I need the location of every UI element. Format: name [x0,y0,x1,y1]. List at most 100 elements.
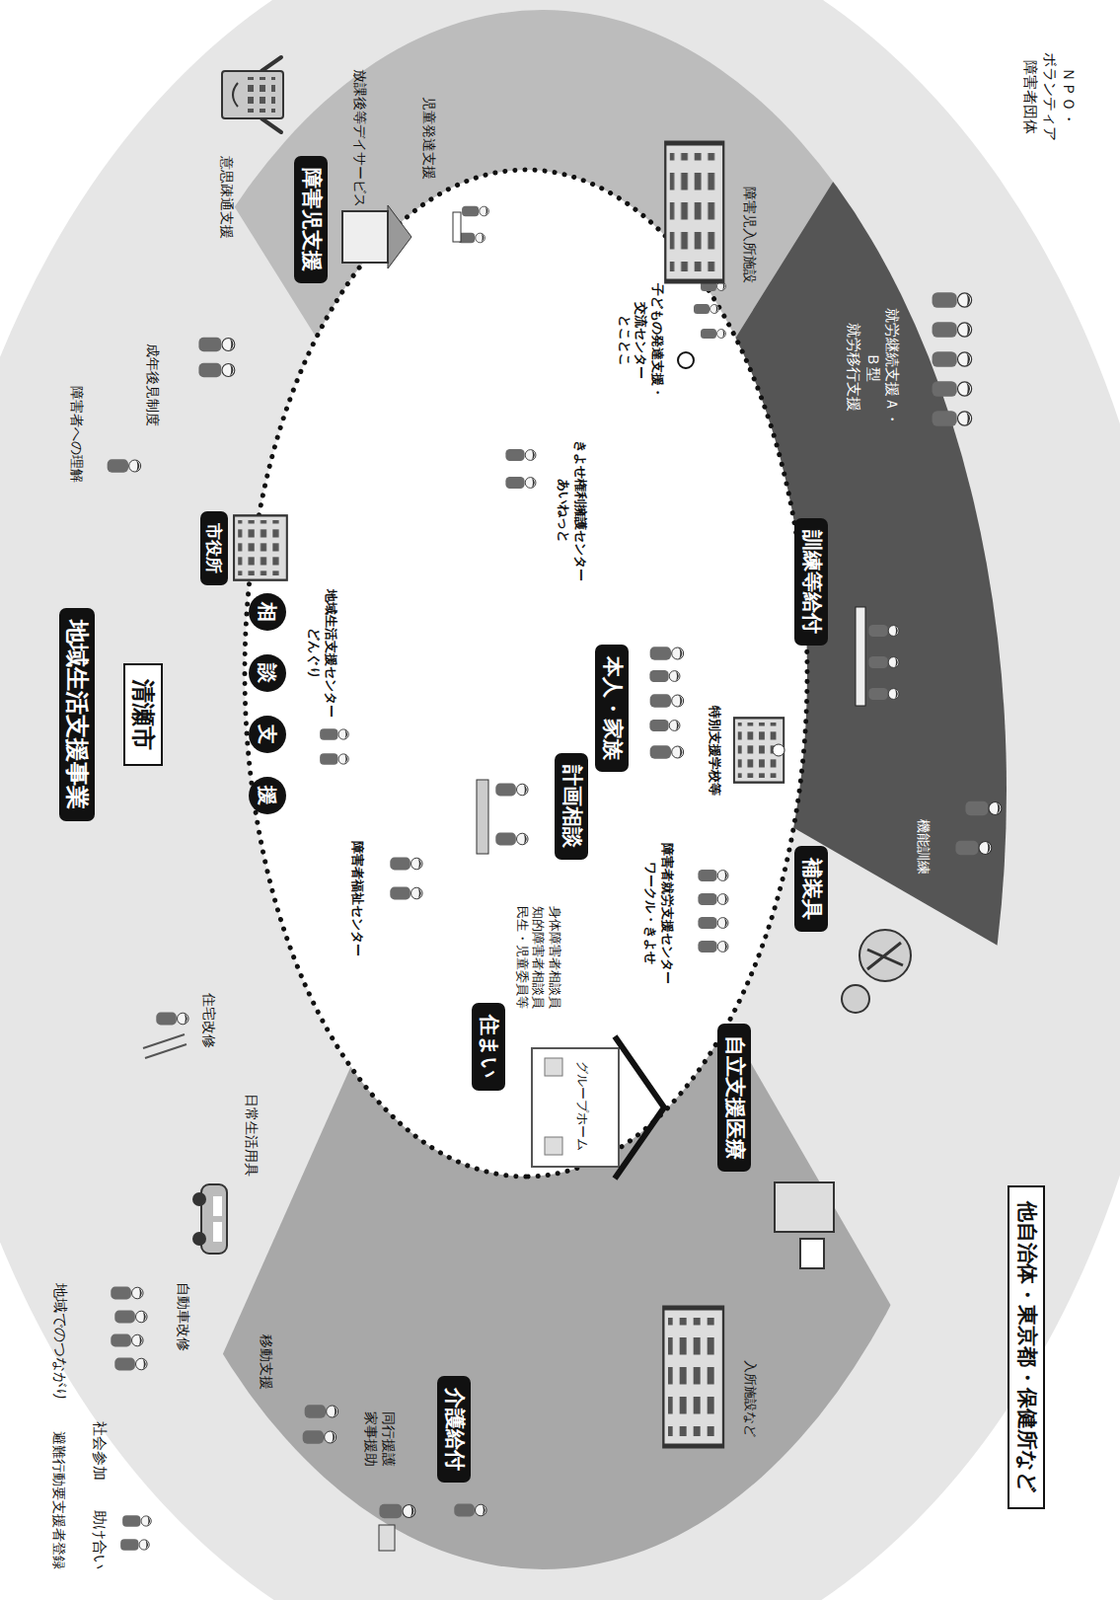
consultation-circle: 支 [248,715,287,753]
illustration-part [213,1221,223,1242]
node-text: 市役所 [204,522,224,574]
illustration-part [107,458,142,472]
sector-label: 訓練等給付 [794,518,827,646]
illustration-part [110,1286,144,1300]
illustration-part [342,211,388,263]
node-text: 支 [255,724,280,745]
node-text: 介護給付 [441,1387,466,1471]
person-icons [107,206,1002,1551]
consultation-circle: 談 [248,654,287,692]
illustration-part [378,1524,395,1551]
illustration-part [505,448,536,461]
illustration-part [378,1503,415,1518]
node-text: 訓練等給付 [798,529,823,634]
text-label: 障害者への理解 [68,385,86,483]
illustration-part [531,1047,619,1167]
sector-label: 住まい [471,1002,505,1091]
group-home-house [531,1036,665,1179]
illustration-part [544,1136,563,1155]
illustration-part [614,1036,665,1179]
center-label: 本人・家族 [595,644,628,772]
illustration-part [859,929,911,981]
text-label: 障害児入所施設 [741,186,759,284]
text-label: 特別支援学校等 [706,705,724,796]
text-label: 自動車改修 [174,1281,193,1351]
illustration-part [114,1310,148,1324]
illustration-part [319,752,349,764]
node-text: 本人・家族 [598,656,624,760]
buildings [233,143,785,1446]
text-label: 同行援護 家事援助 [362,1411,398,1467]
illustration-part [192,1192,207,1206]
illustration-part [495,783,528,797]
illustration-part [476,779,489,854]
node-text: 他自治体・東京都・保健所など [1013,1200,1039,1494]
text-label: 社会参加 [88,1420,109,1481]
node-text: 相 [255,601,280,622]
text-label: 日常生活用具 [242,1093,261,1177]
illustration-part [650,646,684,660]
illustration-part [198,337,234,352]
illustration-part [453,1503,487,1517]
text-label: 身体障害者相談員 知的障害者相談員 民生・児童委員等 [513,905,564,1009]
illustration-part [868,656,899,669]
program-title-box: 地域生活支援事業 [59,607,96,822]
illustration-part [247,76,276,113]
illustration-part [697,893,729,905]
illustration-part [841,984,870,1013]
node-text: 計画相談 [558,764,584,848]
text-label: グループホーム [574,1060,592,1151]
illustration-part [120,1538,150,1550]
node-text: 援 [255,785,280,806]
text-label: ＮＰＯ・ボランティア 障害者団体 [1020,52,1079,142]
node-text: 地域生活支援事業 [63,619,92,810]
node-text: 自立支援医療 [721,1035,747,1160]
sector-label: 介護給付 [437,1375,470,1483]
text-label: 入所施設など [742,1359,759,1437]
text-label: 住宅改修 [200,992,219,1048]
illustration-part [155,1012,189,1026]
illustration-part [868,687,899,700]
illustration-part [774,1182,834,1232]
node-text: 住まい [475,1014,501,1079]
text-label: 移動支援 [257,1334,276,1390]
city-hall-label: 市役所 [200,511,228,586]
text-label: 避難行動要支援者登録 [50,1430,69,1569]
illustration-part [932,351,972,368]
illustration-part [198,363,234,377]
illustration-part [932,380,972,397]
props [143,212,911,1551]
illustration-part [867,942,903,970]
illustration-part [495,832,528,846]
text-label: 助け合い [88,1509,109,1569]
illustration-part [389,887,423,900]
illustration-part [677,352,694,369]
illustration-part [650,693,684,707]
node-text: 清瀬市 [129,678,158,750]
illustration-part [932,321,972,338]
illustration-part [452,212,461,242]
center-label: 計画相談 [554,752,588,860]
illustration-part [114,1357,148,1371]
text-label: 機能訓練 [914,819,933,875]
care-sector [0,672,1120,1600]
node-text: 談 [255,663,280,683]
inner-dotted-ellipse [244,169,808,1177]
illustration-part [505,476,536,489]
illustration-part [110,1334,144,1347]
illustration-part [650,745,684,758]
illustration-part [697,940,729,953]
node-text: 補装具 [798,857,823,920]
illustration-part [192,1231,207,1246]
illustration-part [772,744,785,756]
illustration-part [932,410,972,427]
illustration-part [387,205,412,269]
consultation-circle: 援 [248,776,287,815]
illustration-part [222,71,284,119]
illustration-part [389,857,423,871]
illustration-part [700,328,727,339]
illustration-part [649,670,680,682]
illustration-part [213,1195,223,1216]
illustration-part [955,840,991,855]
illustration-part [693,303,720,314]
